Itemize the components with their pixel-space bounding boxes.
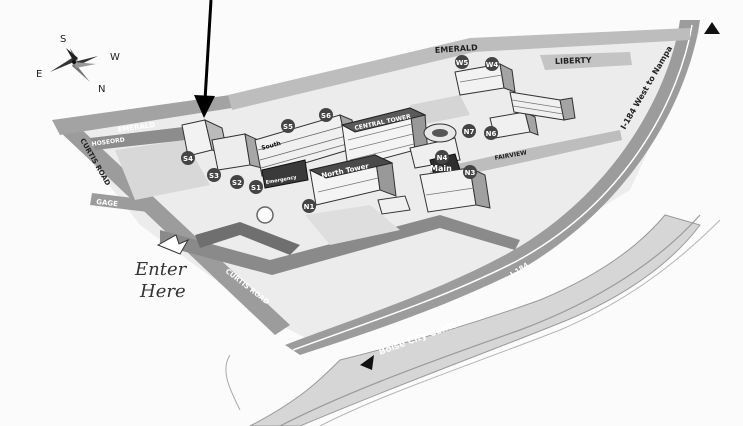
building-central-tower [340,107,429,169]
marker-s2-label: S2 [232,179,242,187]
arrow-north-icon [704,22,720,34]
road-label-emerald-top: EMERALD [435,43,479,55]
marker-s3-label: S3 [209,172,219,180]
road-label-gage: GAGE [96,198,119,208]
compass-s: S [60,34,66,45]
marker-s1-label: S1 [251,184,261,192]
i184-highway [285,20,700,355]
marker-s2[interactable]: S2 [230,175,244,189]
arrow-city-center-icon [360,355,374,370]
building-emergency [261,159,309,189]
marker-n6-label: N6 [486,130,497,138]
marker-s4[interactable]: S4 [181,151,195,165]
compass-rose-icon [50,48,98,82]
marker-w4[interactable]: W4 [485,57,499,71]
building-north-tower [308,154,397,206]
marker-n6[interactable]: N6 [484,126,498,140]
marker-s4-label: S4 [183,155,193,163]
ramp-line-3 [225,354,241,411]
curtis-road-left [58,128,290,335]
building-s3-block [211,133,263,171]
marker-s5[interactable]: S5 [281,119,295,133]
label-emergency: Emergency [265,175,298,186]
ramp-line-1 [279,214,701,426]
marker-s1[interactable]: S1 [249,180,263,194]
marker-n1-label: N1 [304,203,315,211]
compass-n: N [98,84,105,95]
marker-w5-label: W5 [456,59,469,67]
marker-s3[interactable]: S3 [207,168,221,182]
label-south: South [261,140,282,152]
road-label-hoseord: HOSEORD [91,136,125,148]
marker-n3-label: N3 [465,169,476,177]
marker-w4-label: W4 [486,61,499,69]
marker-n7-label: N7 [464,128,475,136]
building-n6 [489,111,539,139]
compass-e: E [36,69,42,80]
roundabout [256,206,274,224]
label-main: Main [430,164,452,173]
road-label-liberty: LIBERTY [555,56,592,66]
building-rotunda [423,123,457,143]
enter-arrow-icon [156,234,190,255]
marker-n4[interactable]: N4 [435,150,449,164]
building-w5 [454,63,516,96]
enter-label-line1: Enter [134,259,188,280]
marker-n3[interactable]: N3 [463,165,477,179]
emerald-road-left [52,95,232,135]
building-garage-south [377,195,411,215]
freeway-ramps [249,214,701,426]
marker-s6-label: S6 [321,112,331,120]
pointer-arrow-head-icon [194,95,215,118]
marker-n4-label: N4 [437,154,448,162]
marker-s6[interactable]: S6 [319,108,333,122]
marker-s5-label: S5 [283,123,293,131]
enter-label-line2: Here [139,281,186,302]
emerald-road-top [228,28,690,110]
building-east [509,91,576,121]
lower-connector-road [160,215,520,275]
enter-ramp-road [195,222,300,255]
marker-n1[interactable]: N1 [302,199,316,213]
parking-lot-south [305,205,400,245]
ramp-line-2 [319,219,721,426]
marker-n7[interactable]: N7 [462,124,476,138]
fairview-road [430,130,622,182]
internal-road [90,125,205,150]
marker-w5[interactable]: W5 [455,55,469,69]
liberty-road [540,52,632,70]
pointer-arrow-line [203,0,213,101]
compass-w: W [110,52,120,63]
i184-lane-line [292,24,693,351]
building-n3 [419,167,491,213]
gage-road [90,193,150,212]
